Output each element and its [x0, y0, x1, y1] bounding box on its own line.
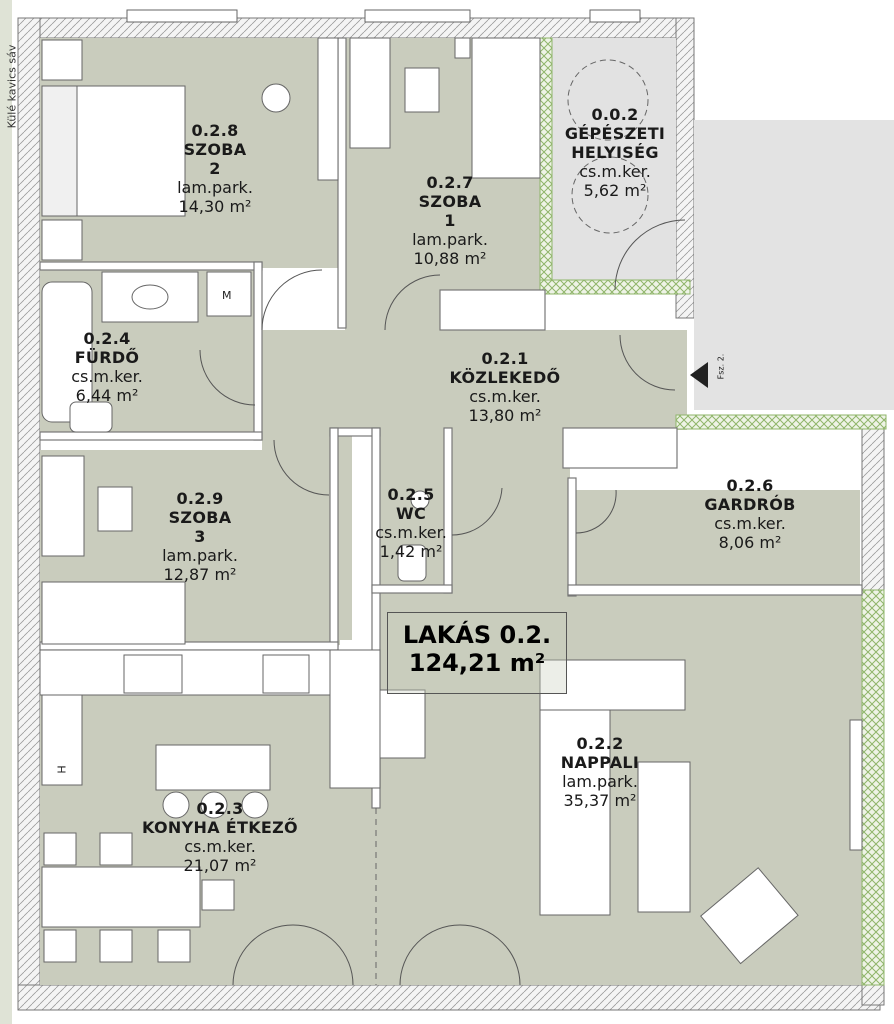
outside-area	[694, 120, 894, 410]
room-002-floor	[548, 38, 676, 288]
door-024	[199, 349, 256, 406]
single-bed-3	[41, 581, 186, 645]
kitchen-island	[155, 744, 271, 791]
sink-counter	[101, 271, 199, 323]
fridge-symbol: H	[55, 765, 69, 774]
mech-wall-west	[539, 37, 553, 289]
wall-029-east	[329, 427, 339, 647]
stool-1	[162, 791, 190, 819]
chair-d6	[201, 879, 235, 911]
terrace-door-1	[232, 924, 354, 986]
room-026-floor	[570, 490, 860, 590]
room-label-028: 0.2.8 SZOBA 2 lam.park. 14,30 m²	[177, 121, 253, 216]
exterior-strip	[0, 0, 12, 1024]
toilet-024	[69, 401, 113, 433]
window-027	[364, 9, 471, 23]
washing-machine	[206, 271, 252, 317]
desk-2	[41, 455, 85, 557]
washer-symbol: M	[222, 289, 232, 302]
door-029	[273, 439, 330, 496]
window-028	[126, 9, 238, 23]
chair-d5	[157, 929, 191, 963]
bathtub	[41, 281, 93, 423]
equipment-circle-lower	[571, 156, 649, 234]
chair-d4	[99, 929, 133, 963]
east-wall-upper	[675, 17, 695, 319]
nightstand-1	[41, 39, 83, 81]
coffee-table	[637, 761, 691, 913]
side-label: Külé kavics sáv	[5, 44, 19, 129]
toilet-025	[397, 544, 427, 582]
wall-026-south	[567, 584, 863, 596]
south-wall	[17, 984, 881, 1011]
room-label-027: 0.2.7 SZOBA 1 lam.park. 10,88 m²	[412, 173, 488, 268]
sink	[131, 284, 169, 310]
wall-028-024	[39, 261, 263, 271]
round-table	[261, 83, 291, 113]
door-026	[575, 489, 617, 534]
chair-d2	[99, 832, 133, 866]
wall-027-south	[439, 289, 546, 331]
kitchen-counter	[39, 649, 381, 696]
stool-2	[200, 791, 228, 819]
shelf-027	[454, 37, 471, 59]
equipment-circle-upper	[567, 59, 649, 141]
room-label-002: 0.0.2 GÉPÉSZETI HELYISÉG cs.m.ker. 5,62 …	[564, 105, 666, 200]
fridge	[41, 694, 83, 786]
terrace-door-2	[399, 924, 521, 986]
room-label-023: 0.2.3 KONYHA ÉTKEZŐ cs.m.ker. 21,07 m²	[142, 799, 298, 875]
door-025	[451, 487, 503, 536]
apartment-title: LAKÁS 0.2.	[402, 621, 552, 649]
kitchen-counter-side	[329, 649, 381, 789]
corridor2-floor	[450, 430, 570, 600]
door-027	[384, 274, 441, 331]
door-028	[261, 269, 323, 331]
room-label-022: 0.2.2 NAPPALI lam.park. 35,37 m²	[560, 734, 640, 810]
west-wall	[17, 17, 41, 1009]
window-002	[589, 9, 641, 23]
room-label-024: 0.2.4 FÜRDŐ cs.m.ker. 6,44 m²	[71, 329, 143, 405]
storage-cabinet	[379, 689, 426, 759]
sofa-long	[539, 709, 611, 916]
wall-024-029	[39, 431, 263, 441]
bed-pillows	[41, 85, 78, 217]
room-label-021: 0.2.1 KÖZLEKEDŐ cs.m.ker. 13,80 m²	[449, 349, 561, 425]
wall-024-east	[253, 261, 263, 441]
level-mark: Fsz. 2.	[716, 353, 726, 380]
green-wall-mid	[675, 414, 887, 430]
green-wall-east	[861, 589, 885, 986]
chair-d3	[43, 929, 77, 963]
entry-arrow	[690, 362, 708, 388]
desk-1	[349, 37, 391, 149]
dining-table	[41, 866, 201, 928]
wall-wc-south	[371, 584, 453, 594]
apartment-area: 124,21 m²	[408, 649, 546, 677]
wc-sink	[410, 490, 430, 510]
stool-3	[241, 791, 269, 819]
wardrobe-028	[317, 37, 339, 181]
room-label-026: 0.2.6 GARDRÓB cs.m.ker. 8,06 m²	[704, 476, 796, 552]
room-021-floor	[262, 330, 687, 430]
single-bed-1	[471, 37, 541, 179]
wardrobe-shelf	[562, 427, 678, 469]
chair-2	[97, 486, 133, 532]
tv-unit	[849, 719, 863, 851]
armchair	[700, 867, 799, 965]
apartment-summary: LAKÁS 0.2. 124,21 m²	[387, 612, 567, 694]
sofa-back	[539, 659, 686, 711]
door-main	[619, 334, 676, 391]
wall-026-west	[567, 477, 577, 597]
wall-028-027	[337, 37, 347, 329]
door-002	[614, 219, 686, 291]
kitchen-sink	[123, 654, 183, 694]
room-label-025: 0.2.5 WC cs.m.ker. 1,42 m²	[375, 485, 447, 561]
nightstand-2	[41, 219, 83, 261]
room-label-029: 0.2.9 SZOBA 3 lam.park. 12,87 m²	[162, 489, 238, 584]
cooktop	[262, 654, 310, 694]
chair-1	[404, 67, 440, 113]
chair-d1	[43, 832, 77, 866]
